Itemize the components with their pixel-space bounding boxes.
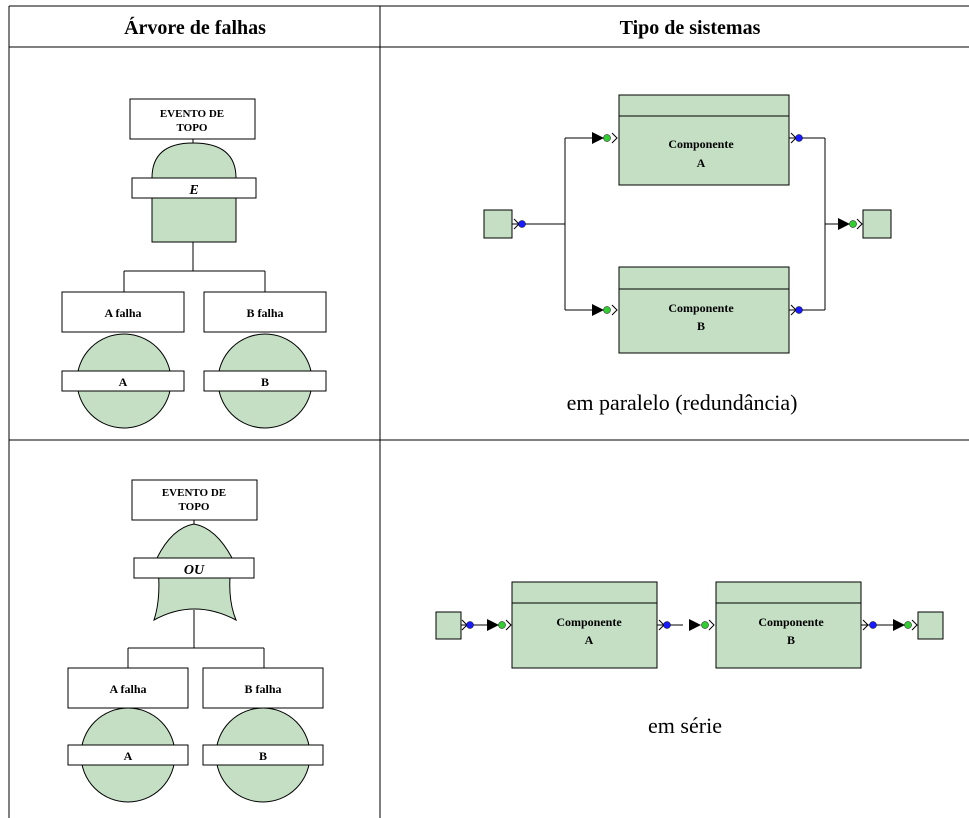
arrow-icon <box>487 619 499 631</box>
parallel-source-block <box>483 209 513 239</box>
parallel-ports <box>513 132 863 316</box>
series-component-a-label1: Componente <box>556 615 622 629</box>
parallel-caption: em paralelo (redundância) <box>567 390 798 415</box>
top-event-line2: TOPO <box>177 122 208 134</box>
series-caption: em série <box>648 713 722 738</box>
or-fault-tree: EVENTO DE TOPO OU A falha B falha A B <box>67 479 324 803</box>
input-port-icon <box>849 220 857 228</box>
parallel-system: Componente A Componente B em paralelo (r… <box>483 94 892 415</box>
parallel-component-b <box>618 266 790 354</box>
basic-event-b-box <box>203 370 327 392</box>
or-basic-event-a-label: A <box>124 749 133 763</box>
parallel-sink-block <box>862 209 892 239</box>
or-basic-event-b-label: B <box>259 749 267 763</box>
output-port-icon <box>795 306 803 314</box>
or-event-b-box <box>202 667 324 709</box>
input-port-icon <box>603 134 611 142</box>
top-event-line1: EVENTO DE <box>160 108 224 120</box>
or-event-b-label: B falha <box>244 682 281 696</box>
basic-event-a-box <box>61 370 185 392</box>
parallel-component-a-label1: Componente <box>668 137 734 151</box>
or-top-event-line2: TOPO <box>179 501 210 513</box>
input-port-icon <box>498 621 506 629</box>
or-basic-event-b-box <box>202 744 324 766</box>
series-ports <box>461 619 918 631</box>
series-component-a-label2: A <box>585 633 594 647</box>
arrow-icon <box>592 304 604 316</box>
series-component-a <box>511 581 658 669</box>
event-b-box <box>203 291 327 333</box>
parallel-component-a <box>618 94 790 186</box>
series-sink-block <box>917 611 944 640</box>
series-component-b-label1: Componente <box>758 615 824 629</box>
and-gate-label-box <box>131 177 257 199</box>
series-source-block <box>435 611 462 640</box>
and-gate-label: E <box>188 183 198 198</box>
output-port-icon <box>518 220 526 228</box>
input-port-icon <box>904 621 912 629</box>
output-port-icon <box>795 134 803 142</box>
or-basic-event-a-box <box>67 744 189 766</box>
or-top-event-box <box>131 479 258 521</box>
parallel-component-b-label1: Componente <box>668 301 734 315</box>
or-gate-label: OU <box>184 563 205 578</box>
header-system-type: Tipo de sistemas <box>620 17 761 39</box>
basic-event-b-label: B <box>261 375 269 389</box>
arrow-icon <box>689 619 701 631</box>
and-fault-tree: EVENTO DE TOPO E A falha B falha A B <box>61 98 327 429</box>
arrow-icon <box>893 619 905 631</box>
table-grid <box>8 5 969 818</box>
arrow-icon <box>838 218 850 230</box>
or-top-event-line1: EVENTO DE <box>162 487 226 499</box>
top-event-box <box>129 98 256 140</box>
or-event-a-label: A falha <box>109 682 146 696</box>
arrow-icon <box>592 132 604 144</box>
input-port-icon <box>701 621 709 629</box>
parallel-component-a-label2: A <box>697 156 706 170</box>
series-component-b-label2: B <box>787 633 795 647</box>
output-port-icon <box>663 621 671 629</box>
basic-event-a-label: A <box>119 375 128 389</box>
series-component-b <box>715 581 862 669</box>
event-a-box <box>61 291 185 333</box>
output-port-icon <box>466 621 474 629</box>
series-system: Componente A Componente B em série <box>435 581 944 738</box>
output-port-icon <box>869 621 877 629</box>
event-b-label: B falha <box>246 306 283 320</box>
or-event-a-box <box>67 667 189 709</box>
parallel-component-b-label2: B <box>697 319 705 333</box>
input-port-icon <box>603 306 611 314</box>
or-gate-label-box <box>133 557 255 579</box>
header-fault-tree: Árvore de falhas <box>124 16 266 39</box>
event-a-label: A falha <box>104 306 141 320</box>
